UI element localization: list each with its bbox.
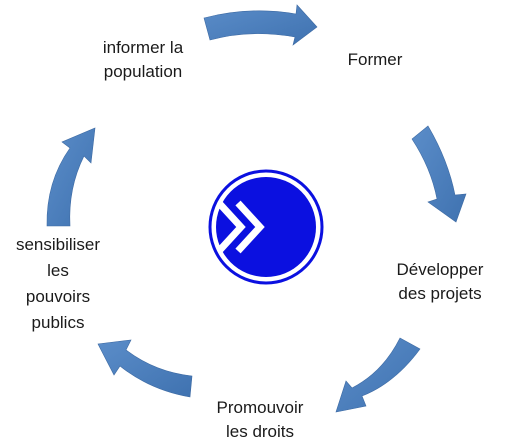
step-label-line: sensibiliser [15,235,101,254]
step-label-line: pouvoirs [25,287,91,306]
step-label-line: publics [31,313,85,332]
step-label-line: informer la [102,38,184,57]
step-label-former: Former [320,48,430,72]
cycle-arrow-2 [411,125,467,223]
step-label-sensibiliser: sensibiliser les pouvoirs publics [0,232,116,336]
step-label-line: les [47,261,69,280]
cycle-arrow-1 [203,4,318,46]
cycle-arrow-5 [46,127,96,227]
step-label-developper: Développer des projets [372,258,508,306]
cycle-arrow-4 [97,339,193,398]
step-label-line: des projets [398,284,482,303]
step-label-informer: informer la population [68,36,218,84]
step-label-line: Développer [396,260,484,279]
step-label-line: Former [347,50,403,69]
step-label-line: population [103,62,183,81]
chevron-circle-logo [208,169,324,285]
step-label-line: les droits [225,422,295,441]
step-label-promouvoir: Promouvoir les droits [180,396,340,444]
cycle-arrow-3 [335,337,421,413]
step-label-line: Promouvoir [216,398,304,417]
